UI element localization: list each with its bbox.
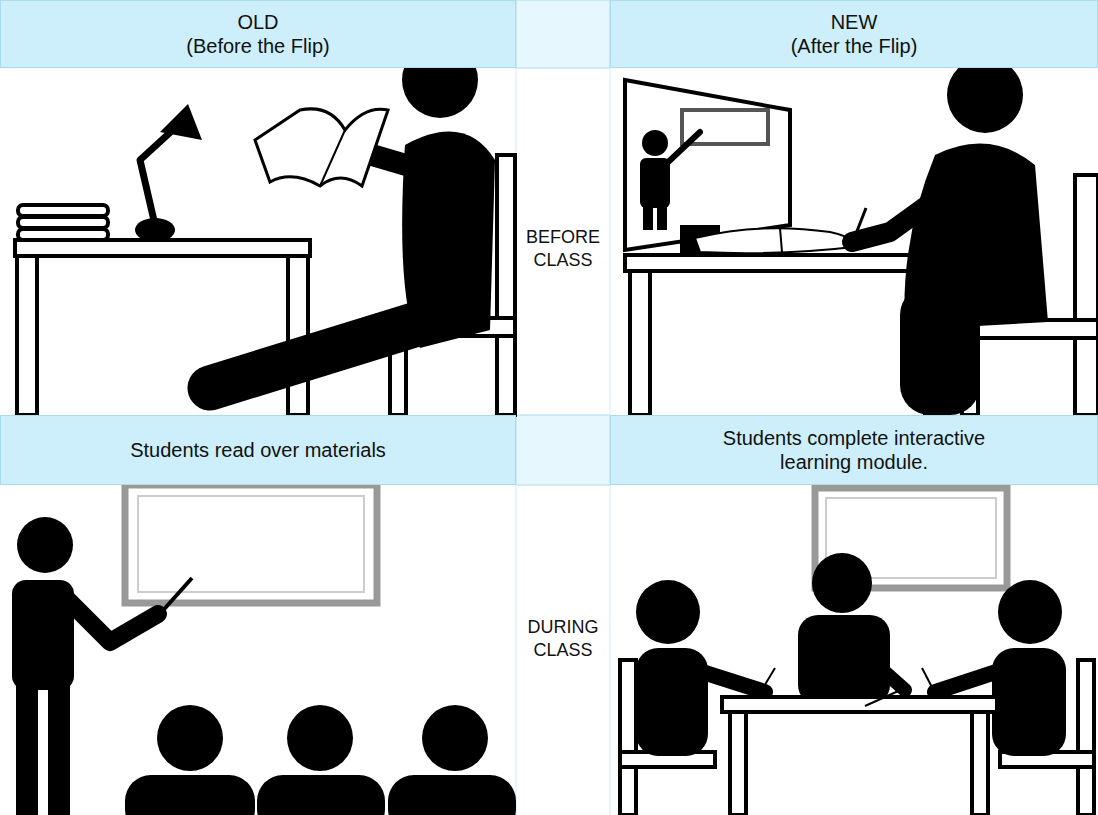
reading-student-part <box>210 320 430 388</box>
band-subheading: (Before the Flip) <box>186 34 329 58</box>
band-heading: OLD <box>237 10 278 34</box>
group-students-part <box>636 580 700 644</box>
group-students-part <box>998 580 1062 644</box>
band-subheading: (After the Flip) <box>791 34 918 58</box>
group-students-part <box>860 650 905 690</box>
computer-monitor-part <box>657 200 667 230</box>
reading-chair-part <box>497 155 515 415</box>
reading-desk-part <box>18 229 108 240</box>
band-heading: Students complete interactive learning m… <box>689 426 1019 474</box>
lecturing-teacher-part <box>150 578 192 625</box>
listening-students <box>125 705 516 815</box>
grid-part <box>516 415 610 485</box>
group-students-part <box>812 553 872 613</box>
reading-student-part <box>255 109 388 186</box>
reading-desk-part <box>18 205 108 216</box>
header-band: OLD(Before the Flip) <box>0 0 516 68</box>
study-desk-part <box>625 255 950 271</box>
study-desk-part <box>630 271 650 415</box>
reading-student-part <box>320 130 345 186</box>
reading-desk-part <box>18 217 108 228</box>
listening-students-part <box>157 705 223 771</box>
lecturing-teacher-part <box>17 517 73 573</box>
group-table-part <box>730 712 746 815</box>
studying-student-part <box>947 57 1023 133</box>
studying-student-part <box>852 185 955 242</box>
band-heading: Students read over materials <box>130 438 386 462</box>
band-heading: NEW <box>831 10 878 34</box>
grid <box>516 0 610 815</box>
listening-students-part <box>257 775 385 815</box>
row-label: DURING CLASS <box>518 616 608 661</box>
computer-monitor-part <box>625 80 790 250</box>
reading-desk-part <box>15 240 310 256</box>
computer-monitor-part <box>643 200 653 230</box>
lecturing-teacher-part <box>68 600 158 642</box>
group-table-part <box>760 668 775 693</box>
studying-student-part <box>900 285 980 415</box>
listening-students-part <box>125 775 255 815</box>
listening-students-part <box>287 705 353 771</box>
computer-monitor-part <box>665 132 700 165</box>
caption-band: Students complete interactive learning m… <box>610 415 1098 485</box>
group-students-part <box>935 668 1008 692</box>
reading-student <box>210 42 495 388</box>
group-chairs-part <box>1078 660 1094 815</box>
studying-student-part <box>852 208 866 244</box>
lecturing-teacher <box>12 517 192 815</box>
group-table-part <box>865 688 905 706</box>
caption-band: Students read over materials <box>0 415 516 485</box>
lecturing-teacher-part <box>16 680 38 815</box>
study-chair-part <box>1075 175 1098 415</box>
desk-lamp-part <box>160 104 202 140</box>
listening-students-part <box>422 705 488 771</box>
reading-desk-part <box>17 256 37 415</box>
group-table-part <box>922 668 935 693</box>
study-desk-part <box>695 228 862 253</box>
group-students-part <box>690 668 765 692</box>
group-table <box>722 668 997 815</box>
reading-student-part <box>372 155 440 175</box>
row-label: BEFORE CLASS <box>518 226 608 271</box>
group-chairs-part <box>620 660 636 815</box>
whiteboard-part <box>138 496 364 592</box>
lecturing-teacher-part <box>48 680 70 815</box>
header-band: NEW(After the Flip) <box>610 0 1098 68</box>
whiteboard <box>125 485 377 603</box>
listening-students-part <box>388 775 516 815</box>
desk-lamp-part <box>140 128 175 225</box>
grid-part <box>516 0 610 68</box>
computer-monitor-part <box>642 130 668 156</box>
study-desk-part <box>780 228 782 252</box>
group-students <box>636 553 1066 756</box>
whiteboard-part <box>125 485 377 603</box>
desk-lamp <box>135 104 202 242</box>
studying-student <box>852 57 1048 415</box>
group-table-part <box>722 697 997 712</box>
group-table-part <box>972 712 988 815</box>
